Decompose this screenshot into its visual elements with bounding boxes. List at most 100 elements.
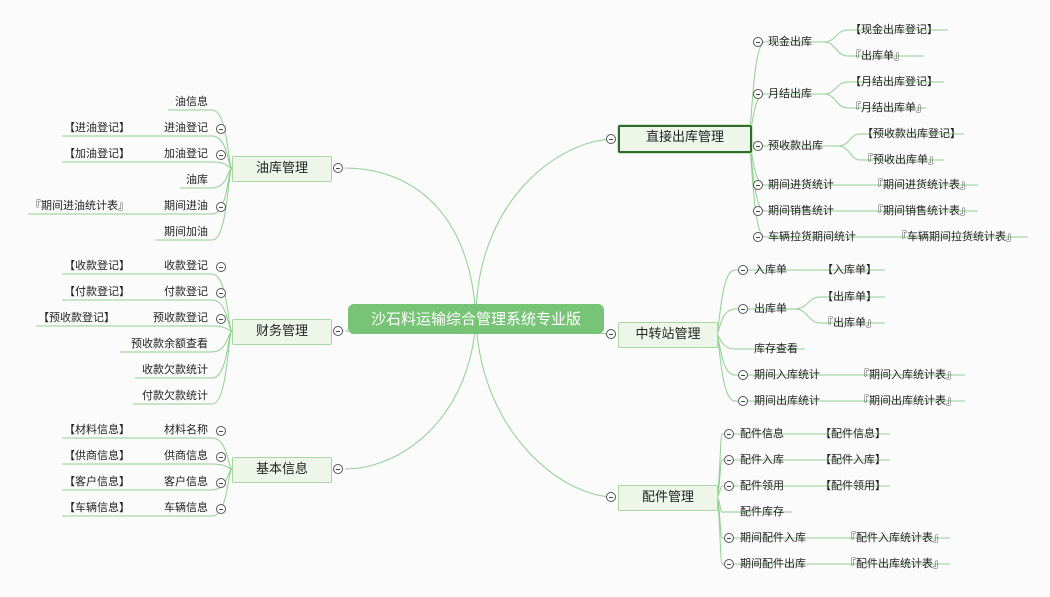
topic-receivable-arrears-stats[interactable]: 收款欠款统计 xyxy=(142,363,208,376)
topic-outbound-slip[interactable]: 『出库单』 xyxy=(850,49,905,62)
collapse-toggle-icon[interactable] xyxy=(216,504,226,514)
topic-period-purchase-stats[interactable]: 期间进货统计 xyxy=(768,178,834,191)
topic-parts-inbound[interactable]: 配件入库 xyxy=(740,453,784,466)
collapse-toggle-icon[interactable] xyxy=(216,426,226,436)
topic-inbound-slip-form[interactable]: 【入库单】 xyxy=(822,263,877,276)
topic-period-oil-in-stats-table[interactable]: 『期间进油统计表』 xyxy=(30,199,129,212)
topic-outbound-slip-report[interactable]: 『出库单』 xyxy=(822,316,877,329)
topic-prepayment-register-form[interactable]: 【预收款登记】 xyxy=(38,311,115,324)
topic-vehicle-info[interactable]: 车辆信息 xyxy=(164,501,208,514)
collapse-toggle-icon[interactable] xyxy=(333,163,343,173)
topic-outbound-slip[interactable]: 出库单 xyxy=(754,302,787,315)
topic-prepaid-outbound[interactable]: 预收款出库 xyxy=(768,139,823,152)
collapse-toggle-icon[interactable] xyxy=(724,455,734,465)
topic-refuel-register[interactable]: 加油登记 xyxy=(164,147,208,160)
topic-supplier-info-form[interactable]: 【供商信息】 xyxy=(64,449,130,462)
topic-parts-info[interactable]: 配件信息 xyxy=(740,427,784,440)
collapse-toggle-icon[interactable] xyxy=(216,452,226,462)
topic-customer-info-form[interactable]: 【客户信息】 xyxy=(64,475,130,488)
topic-period-refuel[interactable]: 期间加油 xyxy=(164,225,208,238)
topic-parts-outbound-stats-table[interactable]: 『配件出库统计表』 xyxy=(845,557,944,570)
topic-parts-use-form[interactable]: 【配件领用】 xyxy=(820,479,886,492)
collapse-toggle-icon[interactable] xyxy=(753,232,763,242)
collapse-toggle-icon[interactable] xyxy=(738,265,748,275)
collapse-toggle-icon[interactable] xyxy=(753,180,763,190)
collapse-toggle-icon[interactable] xyxy=(216,262,226,272)
topic-vehicle-haul-stats-table[interactable]: 『车辆期间拉货统计表』 xyxy=(896,230,1017,243)
topic-period-outbound-stats[interactable]: 期间出库统计 xyxy=(754,394,820,407)
topic-stock-view[interactable]: 库存查看 xyxy=(754,342,798,355)
branch-transfer-station[interactable]: 中转站管理 xyxy=(618,322,718,348)
collapse-toggle-icon[interactable] xyxy=(606,134,616,144)
topic-period-parts-inbound[interactable]: 期间配件入库 xyxy=(740,531,806,544)
topic-period-sales-stats-table[interactable]: 『期间销售统计表』 xyxy=(872,204,971,217)
branch-direct-outbound[interactable]: 直接出库管理 xyxy=(618,125,752,153)
topic-supplier-info[interactable]: 供商信息 xyxy=(164,449,208,462)
topic-monthly-outbound-slip[interactable]: 『月结出库单』 xyxy=(850,101,927,114)
topic-prepayment-balance[interactable]: 预收款余额查看 xyxy=(131,337,208,350)
topic-outbound-slip-form[interactable]: 【出库单】 xyxy=(822,290,877,303)
topic-parts-inbound-stats-table[interactable]: 『配件入库统计表』 xyxy=(845,531,944,544)
collapse-toggle-icon[interactable] xyxy=(333,464,343,474)
topic-parts-info-form[interactable]: 【配件信息】 xyxy=(820,427,886,440)
topic-parts-inbound-form[interactable]: 【配件入库】 xyxy=(820,453,886,466)
topic-prepaid-outbound-register[interactable]: 【预收款出库登记】 xyxy=(862,127,961,140)
collapse-toggle-icon[interactable] xyxy=(738,396,748,406)
topic-period-oil-in[interactable]: 期间进油 xyxy=(164,199,208,212)
collapse-toggle-icon[interactable] xyxy=(606,492,616,502)
collapse-toggle-icon[interactable] xyxy=(738,304,748,314)
topic-period-parts-outbound[interactable]: 期间配件出库 xyxy=(740,557,806,570)
collapse-toggle-icon[interactable] xyxy=(216,202,226,212)
topic-parts-use[interactable]: 配件领用 xyxy=(740,479,784,492)
topic-oil-info[interactable]: 油信息 xyxy=(175,95,208,108)
collapse-toggle-icon[interactable] xyxy=(333,326,343,336)
topic-payment-register[interactable]: 付款登记 xyxy=(164,285,208,298)
topic-prepaid-outbound-slip[interactable]: 『预收出库单』 xyxy=(862,153,939,166)
topic-period-inbound-stats[interactable]: 期间入库统计 xyxy=(754,368,820,381)
topic-oil-depot[interactable]: 油库 xyxy=(186,173,208,186)
topic-material-name[interactable]: 材料名称 xyxy=(164,423,208,436)
topic-period-purchase-stats-table[interactable]: 『期间进货统计表』 xyxy=(872,178,971,191)
topic-period-inbound-stats-table[interactable]: 『期间入库统计表』 xyxy=(858,368,957,381)
collapse-toggle-icon[interactable] xyxy=(724,481,734,491)
branch-parts-management[interactable]: 配件管理 xyxy=(618,485,718,511)
collapse-toggle-icon[interactable] xyxy=(724,559,734,569)
topic-receipt-register-form[interactable]: 【收款登记】 xyxy=(64,259,130,272)
topic-parts-stock[interactable]: 配件库存 xyxy=(740,505,784,518)
topic-payable-arrears-stats[interactable]: 付款欠款统计 xyxy=(142,389,208,402)
collapse-toggle-icon[interactable] xyxy=(606,329,616,339)
collapse-toggle-icon[interactable] xyxy=(216,288,226,298)
topic-refuel-register-form[interactable]: 【加油登记】 xyxy=(64,147,130,160)
topic-customer-info[interactable]: 客户信息 xyxy=(164,475,208,488)
collapse-toggle-icon[interactable] xyxy=(216,314,226,324)
collapse-toggle-icon[interactable] xyxy=(216,150,226,160)
collapse-toggle-icon[interactable] xyxy=(753,141,763,151)
central-topic[interactable]: 沙石料运输综合管理系统专业版 xyxy=(348,304,604,334)
collapse-toggle-icon[interactable] xyxy=(724,429,734,439)
topic-monthly-outbound[interactable]: 月结出库 xyxy=(768,87,812,100)
topic-cash-outbound-register[interactable]: 【现金出库登记】 xyxy=(850,23,938,36)
topic-prepayment-register[interactable]: 预收款登记 xyxy=(153,311,208,324)
collapse-toggle-icon[interactable] xyxy=(738,370,748,380)
topic-vehicle-info-form[interactable]: 【车辆信息】 xyxy=(64,501,130,514)
branch-basic-info[interactable]: 基本信息 xyxy=(232,457,332,483)
branch-finance[interactable]: 财务管理 xyxy=(232,319,332,345)
collapse-toggle-icon[interactable] xyxy=(724,533,734,543)
collapse-toggle-icon[interactable] xyxy=(216,124,226,134)
topic-oil-in-register-form[interactable]: 【进油登记】 xyxy=(64,121,130,134)
collapse-toggle-icon[interactable] xyxy=(753,37,763,47)
topic-period-outbound-stats-table[interactable]: 『期间出库统计表』 xyxy=(858,394,957,407)
topic-monthly-outbound-register[interactable]: 【月结出库登记】 xyxy=(850,75,938,88)
topic-oil-in-register[interactable]: 进油登记 xyxy=(164,121,208,134)
topic-period-sales-stats[interactable]: 期间销售统计 xyxy=(768,204,834,217)
collapse-toggle-icon[interactable] xyxy=(753,89,763,99)
topic-material-info-form[interactable]: 【材料信息】 xyxy=(64,423,130,436)
collapse-toggle-icon[interactable] xyxy=(216,478,226,488)
topic-cash-outbound[interactable]: 现金出库 xyxy=(768,35,812,48)
topic-receipt-register[interactable]: 收款登记 xyxy=(164,259,208,272)
branch-oil-depot[interactable]: 油库管理 xyxy=(232,156,332,182)
topic-inbound-slip[interactable]: 入库单 xyxy=(754,263,787,276)
collapse-toggle-icon[interactable] xyxy=(753,206,763,216)
topic-payment-register-form[interactable]: 【付款登记】 xyxy=(64,285,130,298)
topic-vehicle-haul-stats[interactable]: 车辆拉货期间统计 xyxy=(768,230,856,243)
